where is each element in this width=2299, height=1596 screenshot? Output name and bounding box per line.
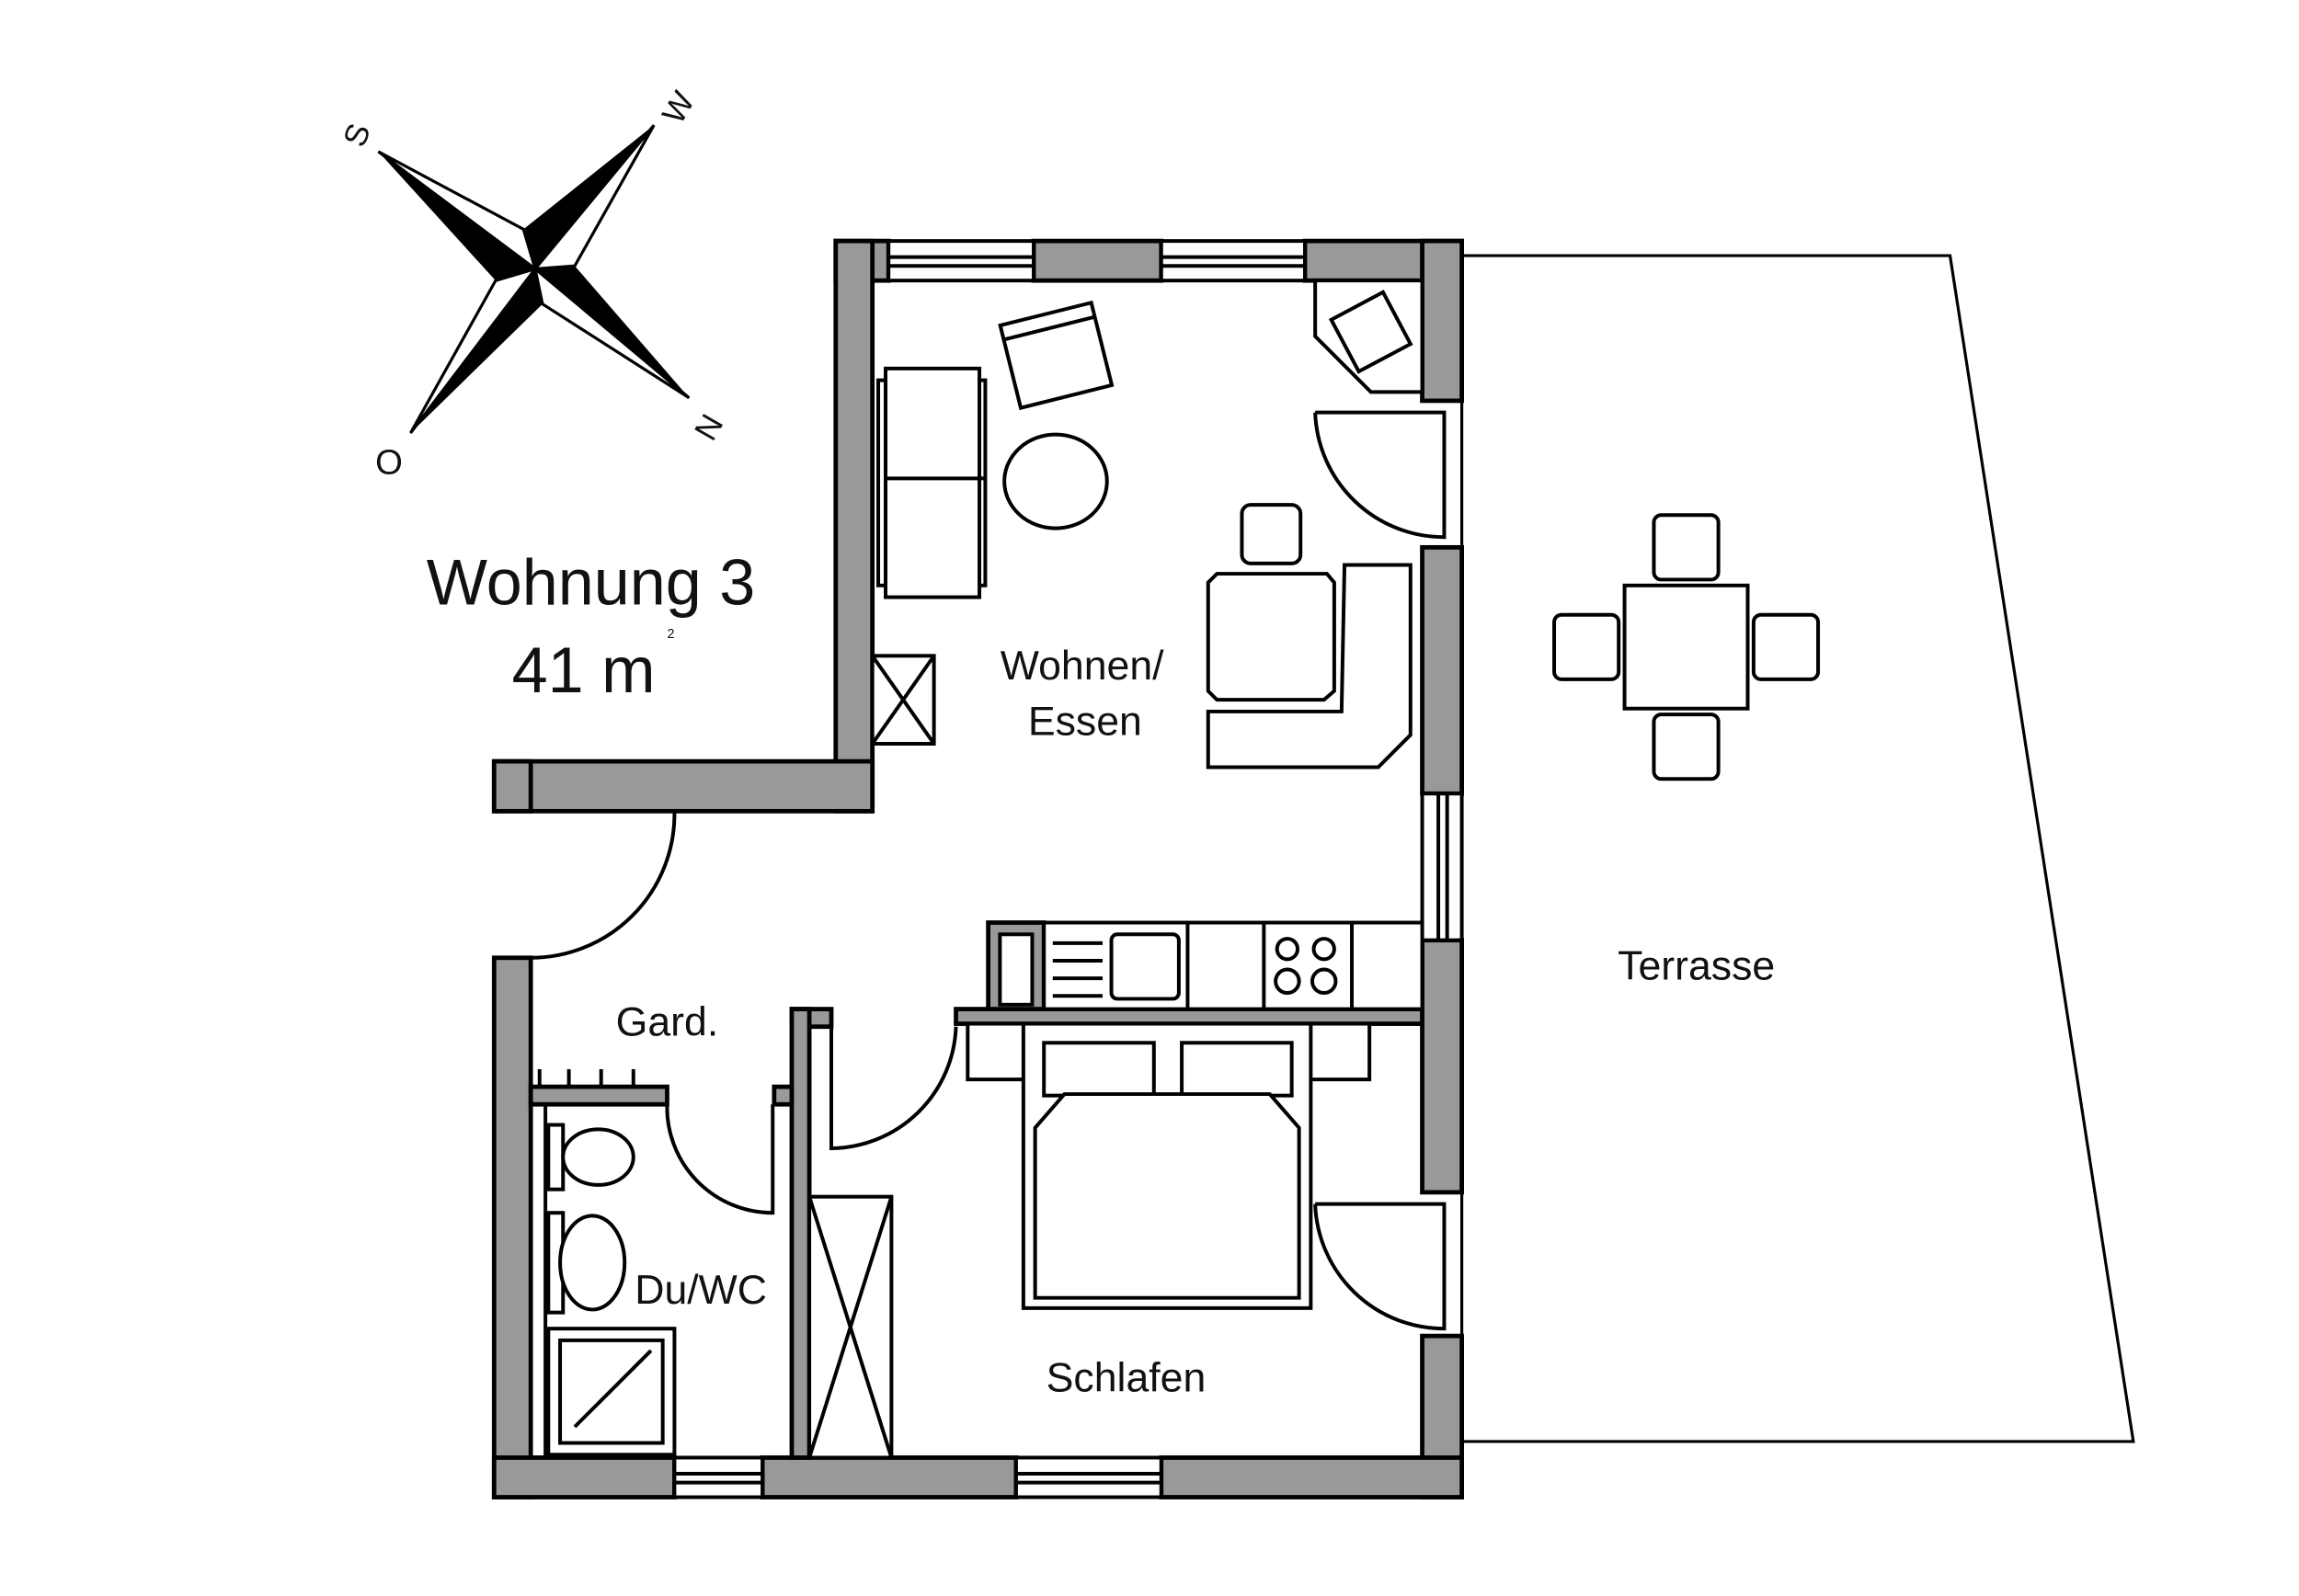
windows bbox=[672, 239, 1464, 1499]
room-label-terrace: Terrasse bbox=[1618, 944, 1775, 989]
terrace-outline bbox=[1460, 254, 2135, 1443]
walls bbox=[491, 238, 1464, 1499]
doors bbox=[531, 410, 1447, 1331]
room-label-bath: Du/WC bbox=[635, 1268, 767, 1313]
room-label-wardrobe: Gard. bbox=[616, 999, 719, 1044]
bedroom-furniture bbox=[807, 1021, 1372, 1460]
apartment-title: Wohnung 3 bbox=[427, 546, 755, 619]
room-label-bedroom: Schlafen bbox=[1047, 1356, 1207, 1401]
living-furniture bbox=[870, 279, 1424, 770]
terrace-table-set bbox=[1552, 513, 1821, 781]
room-label-living: Wohnen/ bbox=[1001, 644, 1164, 689]
compass-north-label: N bbox=[688, 408, 730, 446]
compass-west-label: W bbox=[656, 86, 702, 130]
area-unit-superscript: 2 bbox=[667, 627, 674, 642]
apartment-area: 41 m bbox=[512, 633, 656, 706]
bathroom-fixtures bbox=[537, 1068, 677, 1458]
kitchen-counter bbox=[1042, 920, 1424, 1011]
compass-rose: S W N O bbox=[337, 86, 730, 483]
compass-south-label: S bbox=[337, 119, 378, 151]
room-label-living-line2: Essen bbox=[1028, 699, 1142, 744]
compass-east-label: O bbox=[375, 443, 403, 483]
